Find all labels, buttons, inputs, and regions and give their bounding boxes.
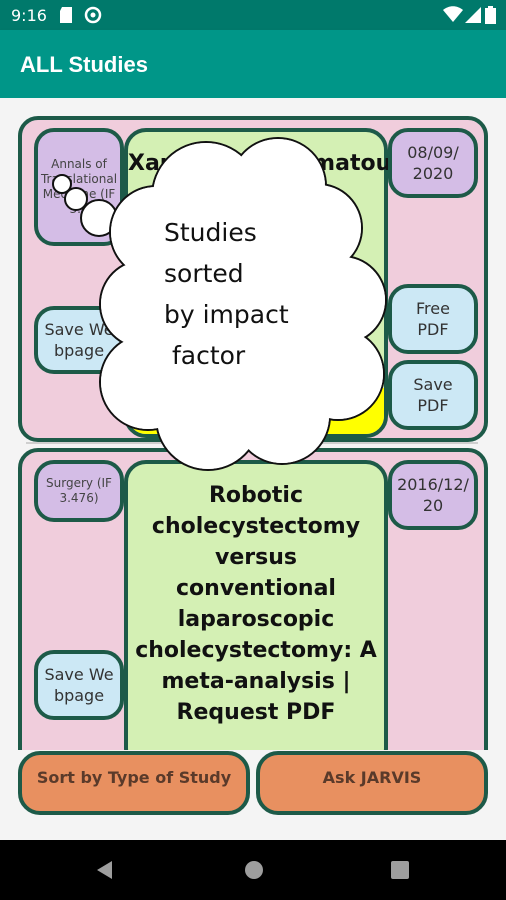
recents-icon[interactable] [391,861,409,883]
sort-by-type-button[interactable]: Sort by Type of Study [18,751,250,815]
battery-icon [485,6,496,28]
free-pdf-label: Free PDF [416,299,450,339]
sd-card-icon [59,6,73,28]
save-pdf-button[interactable]: Save PDF [388,360,478,430]
study-title-box[interactable]: Robotic cholecystectomy versus conventio… [124,460,388,750]
free-pdf-button[interactable]: Free PDF [388,284,478,354]
sort-by-type-label: Sort by Type of Study [36,768,232,787]
study-card[interactable]: Surgery (IF 3.476) Robotic cholecystecto… [18,448,488,750]
page-title: ALL Studies [20,52,148,77]
tooltip-text: Studies sorted by impact factor [164,218,289,370]
date-badge: 08/09/ 2020 [388,128,478,198]
ask-jarvis-button[interactable]: Ask JARVIS [256,751,488,815]
status-bar: 9:16 [0,0,506,30]
study-title: Robotic cholecystectomy versus conventio… [135,483,377,725]
wifi-icon [443,6,463,28]
save-webpage-label: Save Webpage [44,665,114,705]
study-date: 08/09/ 2020 [407,143,459,183]
study-date: 2016/12/20 [397,475,469,515]
status-time: 9:16 [11,6,47,25]
save-webpage-button[interactable]: Save Webpage [34,650,124,720]
app-bar: ALL Studies [0,30,506,98]
navigation-bar [0,840,506,900]
home-icon[interactable] [244,860,264,884]
save-webpage-button[interactable]: Save Webpage [34,306,124,374]
save-webpage-label: Save Webpage [44,320,114,360]
data-saver-icon [84,6,102,28]
journal-badge: Surgery (IF 3.476) [34,460,124,522]
date-badge: 2016/12/20 [388,460,478,530]
back-icon[interactable] [96,860,114,884]
signal-icon [465,6,481,28]
ask-jarvis-label: Ask JARVIS [322,768,422,787]
cloud-shape [99,137,387,471]
journal-label: Surgery (IF 3.476) [46,476,112,505]
save-pdf-label: Save PDF [413,375,453,415]
